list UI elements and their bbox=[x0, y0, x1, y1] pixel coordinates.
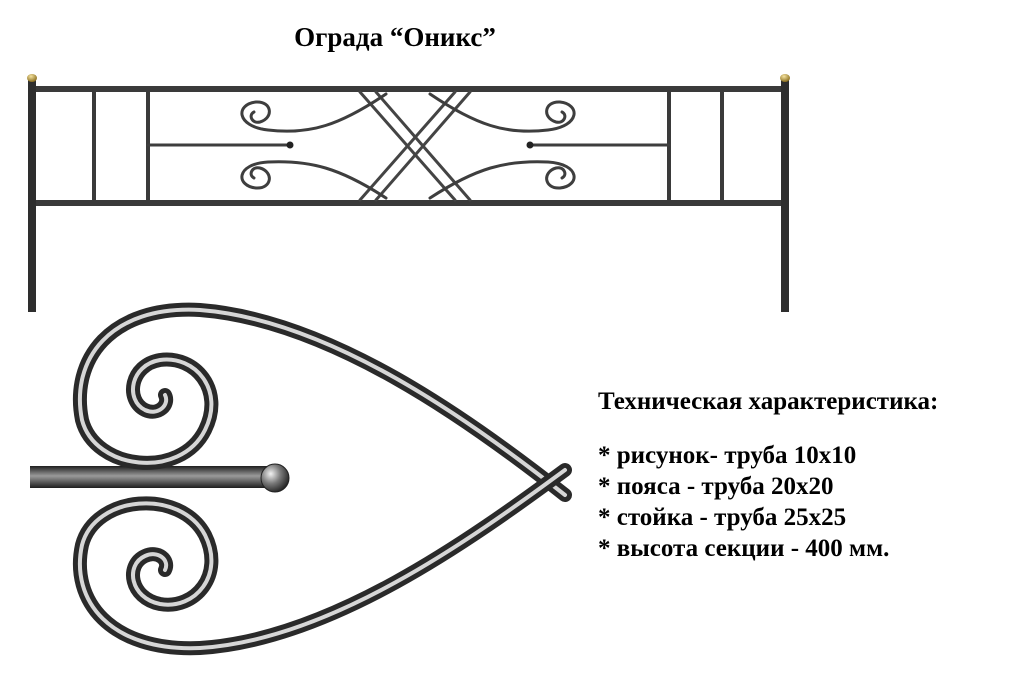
detail-lower-scroll bbox=[72, 463, 572, 656]
fence-top-rail bbox=[36, 86, 781, 92]
fence-post-right bbox=[781, 80, 789, 312]
spec-item-height: * высота секции - 400 мм. bbox=[598, 535, 890, 562]
post-cap-right bbox=[780, 74, 790, 82]
specs-list: * рисунок- труба 10х10 * пояса - труба 2… bbox=[598, 440, 1018, 564]
detail-ball bbox=[260, 463, 290, 493]
spec-item-pattern: * рисунок- труба 10х10 bbox=[598, 442, 857, 469]
detail-bar-taper bbox=[200, 466, 268, 488]
post-cap-left bbox=[27, 74, 37, 82]
page-title: Ограда “Оникс” bbox=[294, 22, 496, 52]
detail-upper-scroll bbox=[72, 302, 572, 502]
spec-item-rails: * пояса - труба 20х20 bbox=[598, 473, 834, 500]
fence-heart-left bbox=[146, 92, 388, 200]
fence-heart-right-ball bbox=[526, 141, 534, 149]
technical-specs: Техническая характеристика: * рисунок- т… bbox=[598, 388, 1018, 564]
spec-item-post: * стойка - труба 25х25 bbox=[598, 504, 847, 531]
fence-heart-right bbox=[428, 92, 671, 200]
heart-detail-closeup bbox=[30, 302, 572, 656]
fence-bottom-rail bbox=[36, 200, 781, 206]
fence-post-left bbox=[28, 80, 36, 312]
fence-section bbox=[27, 74, 790, 312]
specs-heading: Техническая характеристика: bbox=[598, 388, 939, 415]
fence-heart-left-ball bbox=[286, 141, 294, 149]
